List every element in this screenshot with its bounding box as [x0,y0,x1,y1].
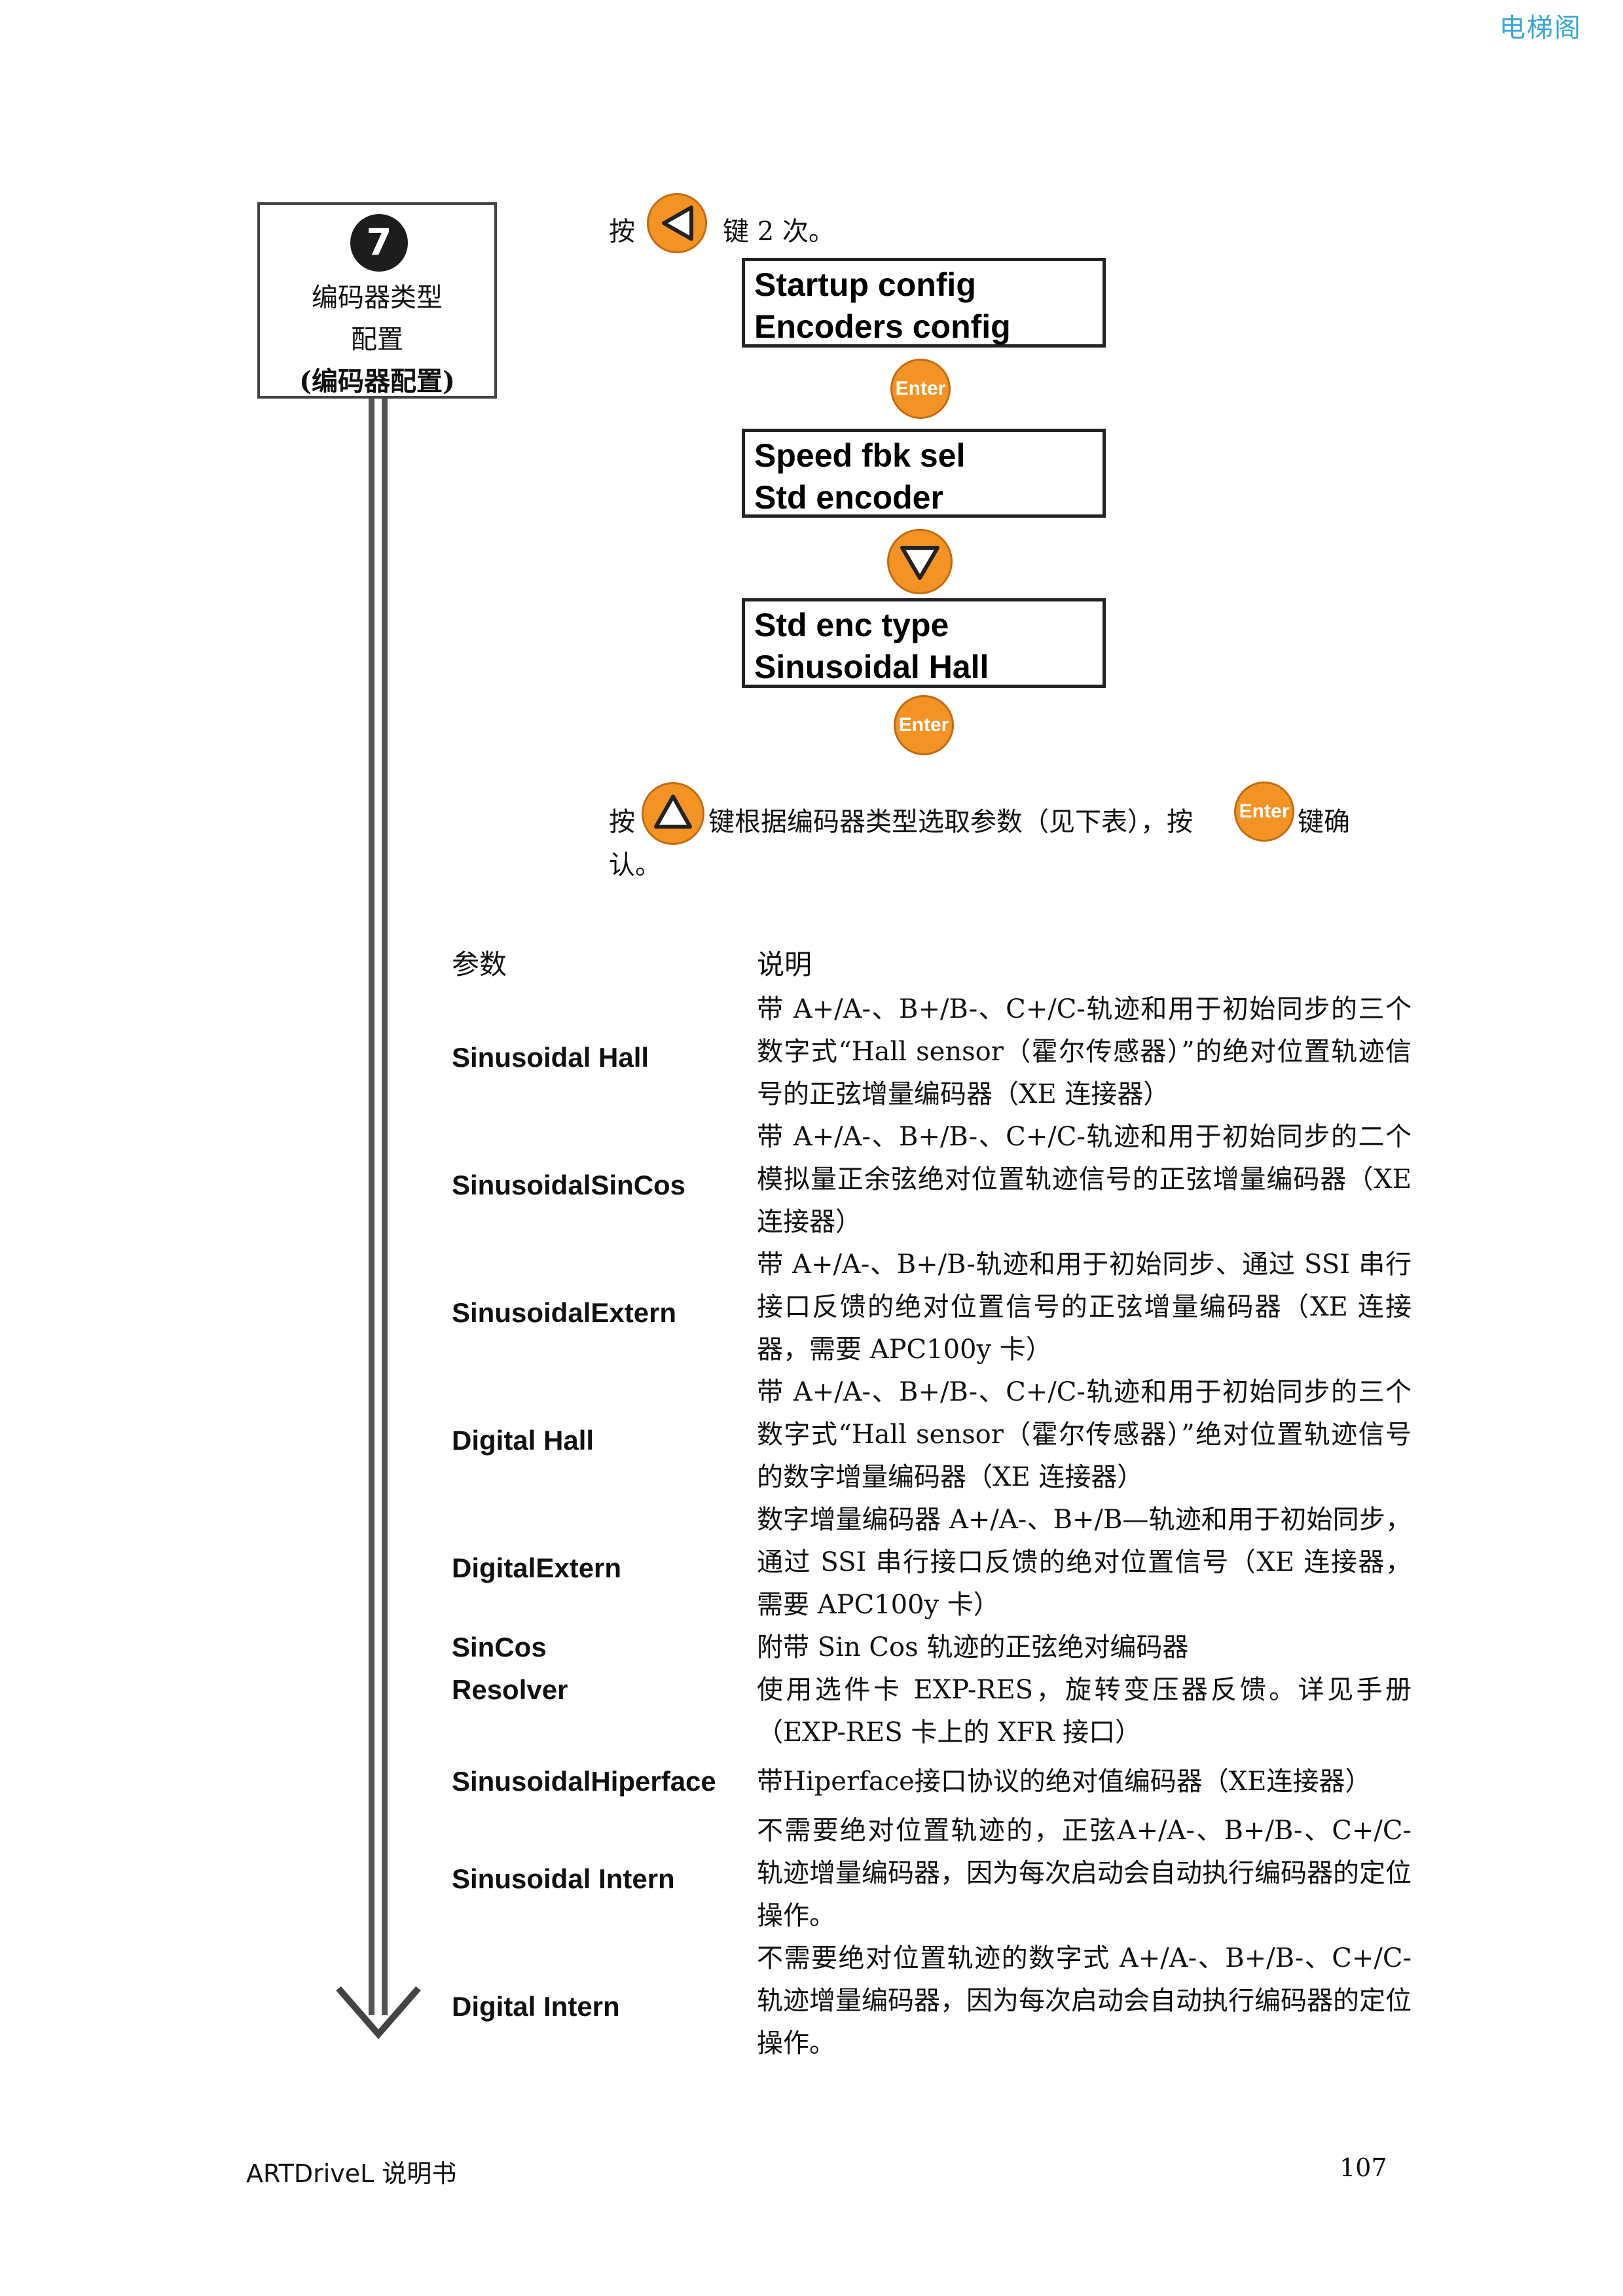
param-name: SinusoidalHiperface [452,1766,716,1797]
param-desc: 带 A+/A-、B+/B-、C+/C-轨迹和用于初始同步的三个数字式“Hall … [757,994,1412,1109]
left-arrow-icon [662,206,693,241]
param-desc: 附带 Sin Cos 轨迹的正弦绝对编码器 [757,1632,1189,1662]
param-desc: 使用选件卡 EXP-RES，旋转变压器反馈。详见手册（EXP-RES 卡上的 X… [757,1675,1412,1748]
enter-key-label: Enter [898,714,949,736]
table-header-param: 参数 [452,948,507,980]
instruction-bottom-line-2: 认。 [609,850,661,880]
enter-key-inline[interactable]: Enter [1234,781,1294,842]
instruction-top-suffix: 键 2 次。 [723,217,835,247]
instruction-top-prefix: 按 [609,217,635,247]
enter-key-label: Enter [895,378,946,399]
down-arrow-icon [900,546,939,580]
param-desc: 带 A+/A-、B+/B-轨迹和用于初始同步、通过 SSI 串行接口反馈的绝对位… [757,1249,1412,1365]
param-desc: 带 A+/A-、B+/B-、C+/C-轨迹和用于初始同步的二个模拟量正余弦绝对位… [757,1122,1412,1237]
param-desc: 不需要绝对位置轨迹的数字式 A+/A-、B+/B-、C+/C-轨迹增量编码器，因… [757,1943,1412,2058]
step-title-line-2: 配置 [351,325,403,355]
param-name: SinCos [452,1632,547,1662]
lcd-screen-speed-fbk: Speed fbk sel Std encoder [742,429,1106,518]
watermark: 电梯阁 [1499,13,1582,43]
step-title-line-3: (编码器配置) [299,366,455,397]
param-name: Digital Hall [452,1425,594,1456]
page-number: 107 [1340,2153,1387,2182]
left-arrow-key[interactable] [647,193,707,253]
param-name: SinusoidalExtern [452,1297,677,1328]
up-arrow-icon [654,795,692,829]
param-name: Resolver [452,1674,568,1705]
table-header-desc: 说明 [757,948,812,980]
down-arrow-key[interactable] [887,529,953,594]
param-desc: 带Hiperface接口协议的绝对值编码器（XE连接器） [757,1767,1372,1797]
flow-line-left [369,399,374,2015]
enter-key-2[interactable]: Enter [894,695,954,755]
step-number-badge: 7 [350,214,408,272]
enter-key-label: Enter [1239,800,1290,822]
up-arrow-key[interactable] [642,782,704,845]
footer-doc-title: ARTDriveL 说明书 [246,2153,456,2189]
param-desc: 带 A+/A-、B+/B-、C+/C-轨迹和用于初始同步的三个数字式“Hall … [757,1377,1412,1492]
lcd-line-2: Sinusoidal Hall [754,649,989,685]
lcd-screen-std-enc-type: Std enc type Sinusoidal Hall [742,598,1106,688]
param-desc: 数字增量编码器 A+/A-、B+/B—轨迹和用于初始同步，通过 SSI 串行接口… [757,1505,1412,1620]
instruction-bottom-prefix: 按 [609,807,635,837]
footer-doc: 说明书 [382,2159,457,2188]
footer-brand: ARTDriveL [246,2159,374,2188]
param-desc: 不需要绝对位置轨迹的，正弦A+/A-、B+/B-、C+/C-轨迹增量编码器，因为… [757,1816,1412,1931]
lcd-line-1: Speed fbk sel [754,437,966,474]
flow-arrow-down-icon [336,1986,421,2039]
lcd-line-1: Std enc type [754,607,949,643]
instruction-bottom-middle: 键根据编码器类型选取参数（见下表），按 [708,807,1193,837]
param-name: Digital Intern [452,1991,620,2022]
lcd-line-2: Std encoder [754,479,943,516]
lcd-line-2: Encoders config [754,308,1011,345]
param-name: SinusoidalSinCos [452,1170,686,1200]
lcd-line-1: Startup config [754,266,976,303]
step-box: 7 编码器类型 配置 (编码器配置) [257,202,497,399]
param-name: DigitalExtern [452,1552,622,1583]
enter-key-1[interactable]: Enter [890,359,951,419]
param-name: Sinusoidal Intern [452,1863,675,1894]
param-name: Sinusoidal Hall [452,1042,649,1073]
step-title-line-1: 编码器类型 [312,283,443,313]
lcd-screen-startup: Startup config Encoders config [742,258,1106,348]
flow-line-right [382,399,388,2015]
instruction-bottom-suffix: 键确 [1298,807,1350,837]
